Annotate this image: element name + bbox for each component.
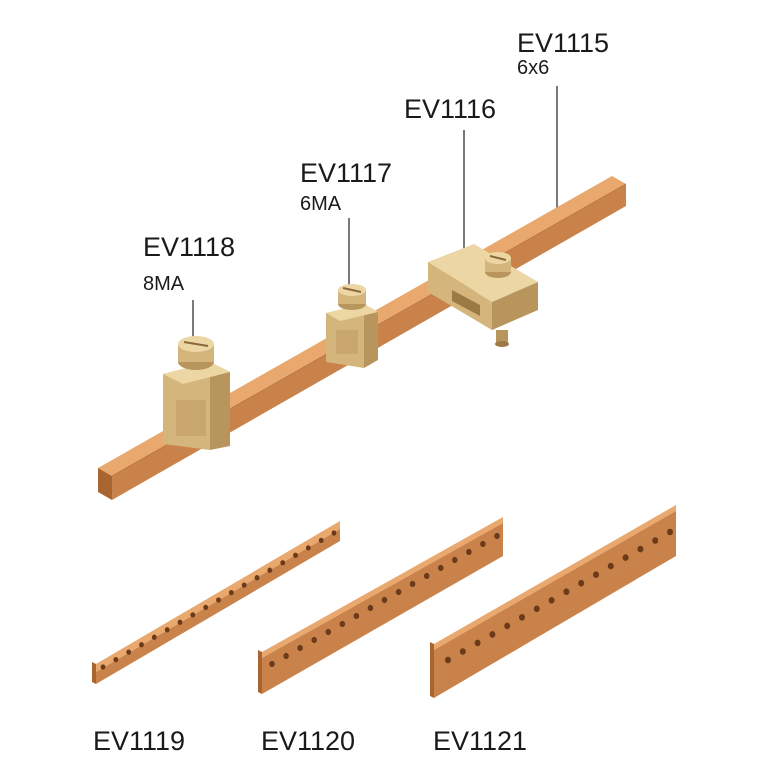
busbar-hole: [113, 656, 119, 663]
busbar-hole: [228, 589, 234, 596]
busbar-hole: [325, 628, 332, 636]
busbar-hole: [269, 660, 275, 668]
busbar-hole: [533, 605, 540, 613]
busbar-hole: [494, 532, 500, 540]
busbar-hole: [652, 537, 659, 544]
ev1120-code-label: EV1120: [261, 726, 356, 756]
busbar-hole: [151, 634, 157, 640]
busbar-hole: [367, 604, 374, 612]
busbar-hole: [474, 639, 481, 647]
busbar-hole: [452, 556, 458, 564]
busbar-hole: [423, 572, 430, 580]
busbar-hole: [177, 619, 183, 625]
ev1117-code-label: EV1117: [300, 158, 393, 188]
busbar-hole: [139, 642, 144, 648]
busbar-hole: [607, 562, 614, 570]
ev1121-code-label: EV1121: [433, 726, 528, 756]
ev1117-size-label: 6MA: [300, 193, 342, 215]
busbar-hole: [466, 548, 472, 556]
busbar-hole: [409, 580, 416, 588]
busbar-hole: [126, 649, 132, 655]
busbar-hole: [318, 537, 324, 544]
busbar-hole: [293, 552, 298, 558]
busbar-hole: [504, 622, 511, 630]
busbar-hole: [280, 560, 286, 566]
busbar-hole: [637, 545, 644, 553]
busbar-hole: [267, 567, 273, 573]
busbar-hole: [593, 571, 599, 578]
ev1118-code-label: EV1118: [143, 232, 236, 262]
busbar-hole: [578, 579, 585, 587]
busbar-hole: [311, 636, 318, 644]
busbar-hole: [216, 597, 221, 603]
busbar-hole: [667, 528, 673, 536]
ev1120-perforated-busbar: [258, 517, 503, 694]
ev1119-perforated-busbar: [92, 521, 340, 684]
busbar-hole: [438, 564, 444, 572]
busbar-hole: [190, 612, 196, 618]
busbar-hole: [331, 530, 337, 536]
busbar-hole: [297, 644, 303, 652]
busbar-hole: [489, 631, 496, 638]
ev1119-code-label: EV1119: [93, 726, 186, 756]
ev1115-code-label: EV1115: [517, 28, 610, 58]
busbar-hole: [203, 604, 209, 611]
ev1116-block-clamp: [428, 244, 538, 347]
busbar-hole: [339, 620, 346, 628]
busbar-hole: [381, 596, 388, 604]
busbar-hole: [480, 540, 486, 548]
ev1116-code-label: EV1116: [404, 94, 497, 124]
busbar-hole: [548, 597, 555, 604]
ev1118-clamp: [163, 336, 230, 450]
ev1115-size-label: 6x6: [517, 57, 550, 79]
busbar-hole: [445, 656, 451, 664]
busbar-hole: [519, 614, 525, 621]
ev1121-perforated-busbar: [430, 505, 676, 698]
busbar-hole: [622, 554, 629, 561]
busbar-hole: [395, 588, 402, 596]
ev1118-size-label: 8MA: [143, 273, 185, 295]
busbar-hole: [353, 612, 360, 620]
busbar-hole: [241, 582, 247, 588]
busbar-hole: [283, 652, 289, 660]
busbar-hole: [100, 664, 106, 670]
busbar-holes: [100, 528, 673, 670]
busbar-hole: [459, 648, 466, 655]
busbar-hole: [305, 545, 311, 551]
busbar-hole: [254, 575, 260, 581]
busbar-hole: [164, 627, 170, 633]
ev1117-clamp: [326, 284, 378, 368]
busbar-hole: [563, 588, 570, 595]
